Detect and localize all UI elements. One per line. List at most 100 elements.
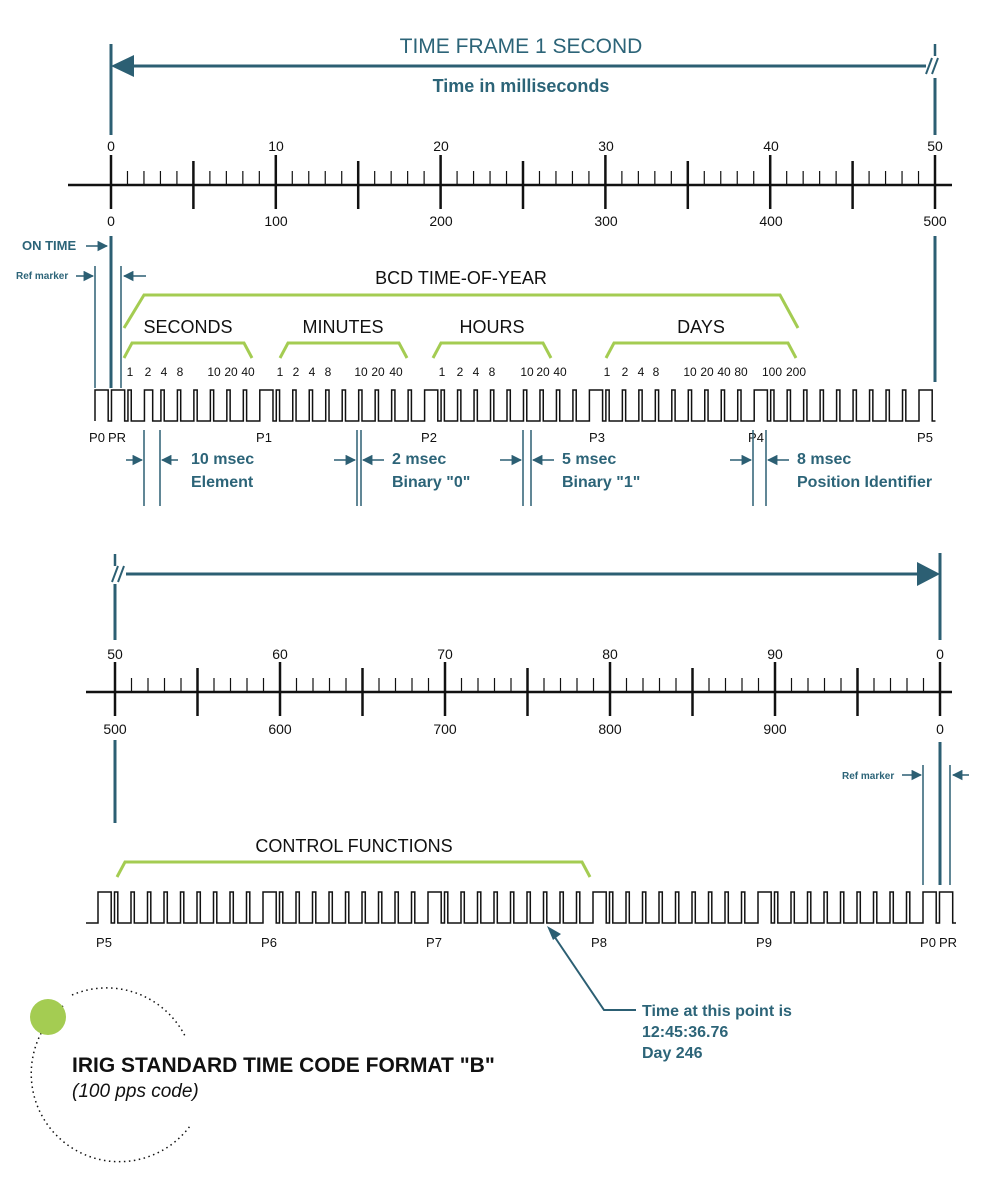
ref-marker-bottom-label: Ref marker xyxy=(842,771,894,782)
callout-line-2: 12:45:36.76 xyxy=(642,1024,728,1041)
scale-bottom-lower-labels: 500 600 700 800 900 0 xyxy=(103,721,944,737)
scale-top-upper-label: 10 xyxy=(268,138,284,154)
minutes-weights: 1 2 4 8 10 20 40 xyxy=(277,365,403,379)
weight-label: 20 xyxy=(224,365,238,379)
p-label-top-p5: P5 xyxy=(917,430,933,445)
weight-label: 8 xyxy=(653,365,660,379)
scale-top-lower-label: 400 xyxy=(759,213,783,229)
scale-bottom-upper-label: 90 xyxy=(767,646,783,662)
weight-label: 40 xyxy=(241,365,255,379)
weight-label: 2 xyxy=(622,365,629,379)
note-element-label: Element xyxy=(191,474,254,491)
time-frame-arrow-bottom xyxy=(111,553,942,640)
on-time-label: ON TIME xyxy=(22,238,76,253)
seconds-bracket xyxy=(122,341,254,359)
weight-label: 10 xyxy=(683,365,697,379)
weight-label: 10 xyxy=(520,365,534,379)
weight-label: 10 xyxy=(207,365,221,379)
ref-marker-top-label: Ref marker xyxy=(16,271,68,282)
weight-label: 1 xyxy=(604,365,611,379)
irig-subtitle: (100 pps code) xyxy=(72,1081,199,1102)
ref-marker-top-lines xyxy=(94,236,937,388)
scale-top-lower-label: 500 xyxy=(923,213,947,229)
scale-bottom-upper-label: 50 xyxy=(107,646,123,662)
weight-label: 2 xyxy=(457,365,464,379)
scale-top-upper-label: 50 xyxy=(927,138,943,154)
minutes-bracket xyxy=(278,341,409,359)
scale-top-lower-label: 0 xyxy=(107,213,115,229)
note-zero-label: Binary "0" xyxy=(392,474,470,491)
p-label-bottom-p9: P9 xyxy=(756,935,772,950)
control-functions-title: CONTROL FUNCTIONS xyxy=(255,836,452,856)
weight-label: 1 xyxy=(277,365,284,379)
weight-label: 4 xyxy=(309,365,316,379)
callout-line-3: Day 246 xyxy=(642,1045,703,1062)
waveform-bottom xyxy=(86,891,956,924)
hours-label: HOURS xyxy=(459,317,524,337)
p-label-bottom-pr: PR xyxy=(939,935,957,950)
scale-top-lower-label: 300 xyxy=(594,213,618,229)
bottom-marker-lines xyxy=(113,740,951,885)
weight-label: 20 xyxy=(536,365,550,379)
time-frame-arrow-top xyxy=(109,44,939,135)
weight-label: 4 xyxy=(638,365,645,379)
p-label-top-p2: P2 xyxy=(421,430,437,445)
p-label-bottom-p8: P8 xyxy=(591,935,607,950)
weight-label: 20 xyxy=(371,365,385,379)
p-label-top-p1: P1 xyxy=(256,430,272,445)
seconds-weights: 1 2 4 8 10 20 40 xyxy=(127,365,255,379)
p-label-top-p3: P3 xyxy=(589,430,605,445)
scale-top-lower-label: 100 xyxy=(264,213,288,229)
weight-label: 2 xyxy=(293,365,300,379)
scale-bottom-lower-label: 0 xyxy=(936,721,944,737)
scale-top-lower-labels: 0 100 200 300 400 500 xyxy=(107,213,947,229)
green-dot-icon xyxy=(30,999,66,1035)
p-label-bottom-p6: P6 xyxy=(261,935,277,950)
days-weights: 1 2 4 8 10 20 40 80 100 200 xyxy=(604,365,807,379)
callout-pointer xyxy=(547,926,636,1011)
note-zero-duration: 2 msec xyxy=(392,451,446,468)
seconds-label: SECONDS xyxy=(143,317,232,337)
note-one-label: Binary "1" xyxy=(562,474,640,491)
days-bracket xyxy=(604,341,798,359)
note-position-duration: 8 msec xyxy=(797,451,851,468)
scale-bottom-upper-labels: 50 60 70 80 90 0 xyxy=(107,646,944,662)
irig-title: IRIG STANDARD TIME CODE FORMAT "B" xyxy=(72,1054,495,1077)
weight-label: 100 xyxy=(762,365,782,379)
hours-bracket xyxy=(431,341,553,359)
dimension-position-identifier xyxy=(730,430,789,506)
scale-top-upper-label: 40 xyxy=(763,138,779,154)
weight-label: 4 xyxy=(161,365,168,379)
scale-bottom-upper-label: 80 xyxy=(602,646,618,662)
note-element-duration: 10 msec xyxy=(191,451,254,468)
weight-label: 8 xyxy=(177,365,184,379)
decorative-dotted-circle xyxy=(30,987,191,1163)
scale-top-lower-label: 200 xyxy=(429,213,453,229)
weight-label: 40 xyxy=(553,365,567,379)
weight-label: 20 xyxy=(700,365,714,379)
p-label-bottom-p7: P7 xyxy=(426,935,442,950)
scale-bottom xyxy=(86,662,952,716)
scale-top-upper-labels: 0 10 20 30 40 50 xyxy=(107,138,943,154)
dimension-element xyxy=(126,430,178,506)
weight-label: 10 xyxy=(354,365,368,379)
scale-bottom-lower-label: 800 xyxy=(598,721,622,737)
weight-label: 200 xyxy=(786,365,806,379)
weight-label: 8 xyxy=(325,365,332,379)
bcd-title: BCD TIME-OF-YEAR xyxy=(375,268,547,288)
p-label-bottom-p0: P0 xyxy=(920,935,936,950)
p-label-top-pr: PR xyxy=(108,430,126,445)
minutes-label: MINUTES xyxy=(303,317,384,337)
scale-top xyxy=(68,155,952,209)
scale-bottom-lower-label: 600 xyxy=(268,721,292,737)
scale-bottom-upper-label: 70 xyxy=(437,646,453,662)
weight-label: 1 xyxy=(439,365,446,379)
time-frame-subtitle: Time in milliseconds xyxy=(433,76,610,96)
scale-top-upper-label: 0 xyxy=(107,138,115,154)
dimension-binary-one xyxy=(500,430,554,506)
weight-label: 1 xyxy=(127,365,134,379)
dimension-binary-zero xyxy=(334,430,384,506)
scale-bottom-lower-label: 700 xyxy=(433,721,457,737)
waveform-top xyxy=(94,389,936,422)
